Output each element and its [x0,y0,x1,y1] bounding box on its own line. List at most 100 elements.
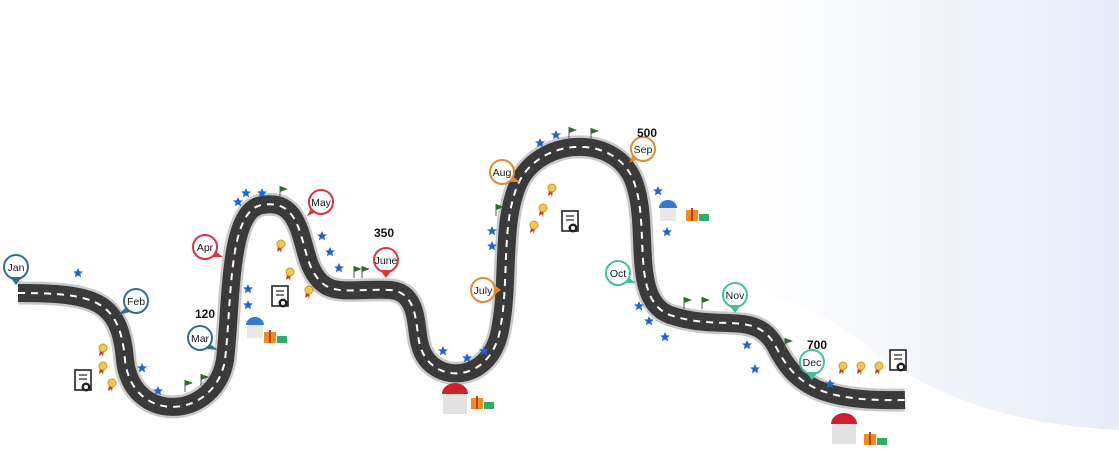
gift-icon [264,330,287,343]
flag-icon [683,297,692,309]
month-pin-june: June [373,247,399,278]
star-icon [462,353,472,363]
pin-label: Mar [191,333,210,345]
pin-circle [123,288,149,314]
star-icon [479,346,489,356]
large-houses [442,383,857,444]
star-icon [487,226,497,236]
flag-icon [200,374,209,386]
house-icon [246,317,264,338]
flag-icon [361,266,370,278]
gift-icon [686,208,709,221]
star-icon [243,284,253,294]
month-pin-sep: Sep [629,136,656,163]
star-icon [644,316,654,326]
star-icon [153,386,163,396]
flag-icon [701,297,710,309]
month-pin-mar: Mar [187,325,218,351]
star-icon [487,241,497,251]
milestone-value: 120 [195,307,215,321]
star-icon [334,263,344,273]
certificates [74,210,907,392]
star-icon [662,227,672,237]
star-icon [243,300,253,310]
medal-icon [276,239,286,253]
flag-icon [353,266,362,278]
pin-label: Nov [726,290,745,302]
pin-label: Aug [493,167,512,179]
milestones: 120 350 500 700 [195,126,827,352]
month-pin-dec: Dec [799,349,825,380]
star-icon [241,188,251,198]
flag-icon [184,380,193,392]
month-pin-aug: Aug [489,159,520,185]
month-pin-may: May [307,189,334,216]
medal-icon [856,361,866,375]
pin-circle [308,189,334,215]
gift-icon [471,396,494,409]
star-icon [257,188,267,198]
flag-icon [568,127,577,139]
star-icon [825,379,835,389]
pin-label: July [474,285,493,297]
pin-label: Apr [197,242,214,254]
medal-icon [98,361,108,375]
pin-label: Oct [610,268,626,280]
medal-icon [547,183,557,197]
pin-label: Feb [127,296,145,308]
pin-label: Dec [803,357,822,369]
pin-circle [187,325,213,351]
pin-label: Jan [8,262,25,274]
star-icon [137,363,147,373]
house-icon [831,413,857,444]
flags [184,127,793,392]
flag-icon [784,338,793,350]
pin-circle [192,234,218,260]
star-icon [535,138,545,148]
gift-icon [864,432,887,445]
milestone-value: 350 [374,226,394,240]
pin-label: June [375,255,398,267]
flag-icon [495,204,504,216]
month-pin-jan: Jan [3,254,29,285]
star-icon [653,186,663,196]
medal-icon [98,343,108,357]
gifts [264,208,887,445]
medal-icon [538,203,548,217]
star-icon [634,301,644,311]
month-pin-feb: Feb [118,288,149,315]
small-houses [246,200,677,338]
medals [98,183,884,392]
month-pin-july: July [470,277,501,303]
star-icon [233,197,243,207]
month-pin-nov: Nov [722,282,748,313]
month-pin-apr: Apr [192,234,223,260]
flag-icon [279,186,288,198]
medal-icon [304,285,314,299]
star-icon [750,364,760,374]
pin-circle [630,136,656,162]
medal-icon [838,361,848,375]
road [17,135,906,419]
pin-label: May [311,197,332,209]
pin-circle [605,260,631,286]
month-pins: Jan Feb Mar Apr May June [3,136,825,380]
medal-icon [285,267,295,281]
star-icon [551,130,561,140]
star-icon [317,231,327,241]
medal-icon [874,361,884,375]
medal-icon [107,378,117,392]
flag-icon [590,128,599,140]
star-icon [73,268,83,278]
star-icon [325,247,335,257]
star-icon [742,340,752,350]
certificate-icon [889,349,907,372]
month-pin-oct: Oct [605,260,636,286]
certificate-icon [561,210,579,233]
pin-circle [489,159,515,185]
milestone-value: 700 [807,338,827,352]
house-icon [442,383,468,414]
star-icon [438,346,448,356]
